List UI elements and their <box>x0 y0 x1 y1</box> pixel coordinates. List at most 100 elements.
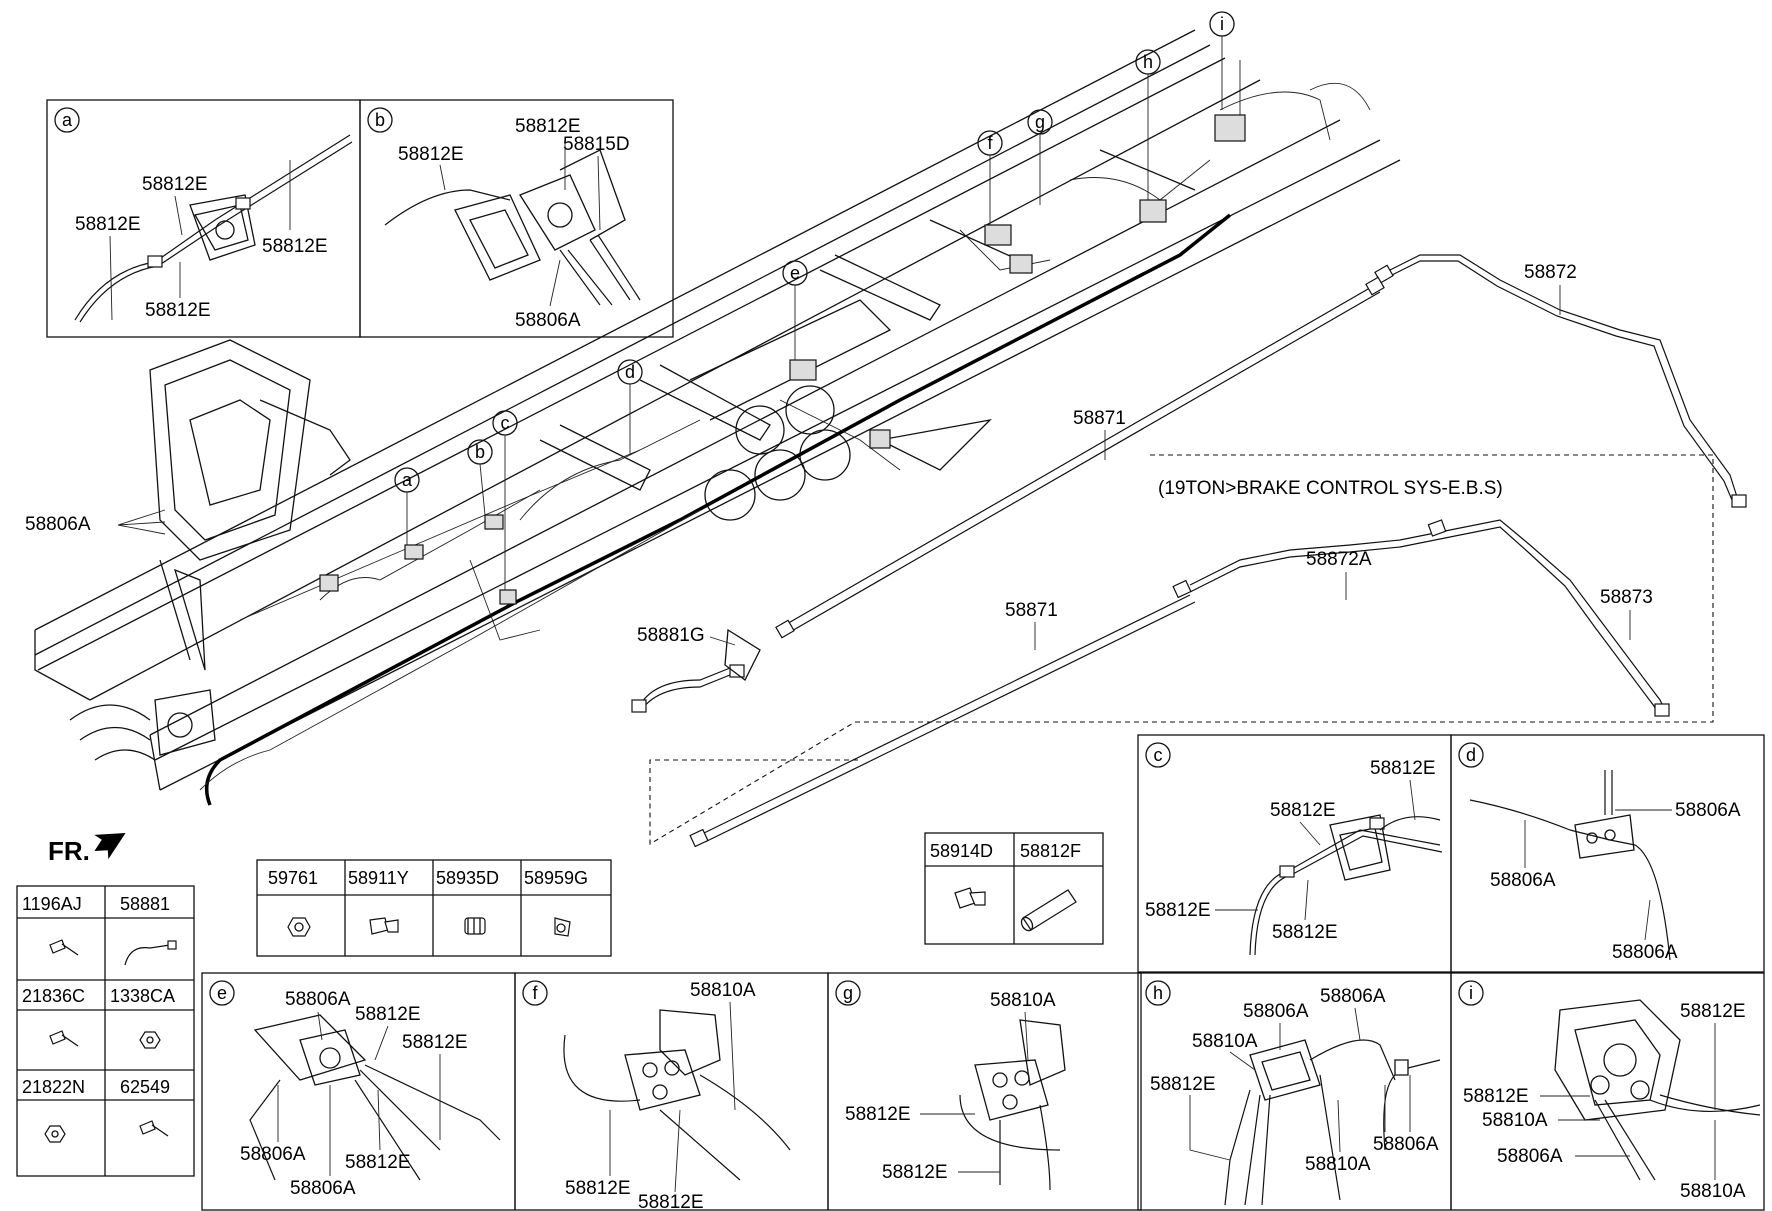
svg-text:58806A: 58806A <box>1490 870 1556 891</box>
svg-text:58812E: 58812E <box>75 214 141 235</box>
svg-text:58810A: 58810A <box>1305 1154 1371 1175</box>
callout-h[interactable]: h <box>1135 49 1161 200</box>
callout-a[interactable]: a <box>394 467 420 545</box>
ebs-note: (19TON>BRAKE CONTROL SYS-E.B.S) <box>1158 478 1503 499</box>
callout-d[interactable]: d <box>617 359 643 455</box>
svg-text:58810A: 58810A <box>1680 1181 1746 1202</box>
parts-table-left: 1196AJ 58881 21836C 1338CA 21822N 62549 <box>16 885 195 1177</box>
svg-text:g: g <box>1035 112 1045 132</box>
part-58935D: 58935D <box>436 868 499 888</box>
main-part-labels: 58806A 58872 58871 58872A 58873 58871 58… <box>25 262 1653 650</box>
main-callouts: a b c d e f g <box>394 11 1235 590</box>
svg-text:58812E: 58812E <box>398 144 464 165</box>
svg-text:a: a <box>402 470 413 490</box>
svg-text:h: h <box>1153 983 1163 1003</box>
arrow-icon <box>94 833 126 860</box>
steel-brake-tubes <box>631 254 1747 848</box>
svg-text:d: d <box>625 362 635 382</box>
hose-icon <box>124 940 177 966</box>
svg-text:58812E: 58812E <box>1145 900 1211 921</box>
inset-f: f 58810A 58812E 58812E <box>514 972 829 1211</box>
label-58871-top: 58871 <box>1073 408 1126 429</box>
nut-icon <box>139 1031 161 1049</box>
svg-text:e: e <box>790 263 800 283</box>
svg-text:58812E: 58812E <box>1272 922 1338 943</box>
svg-text:58806A: 58806A <box>1612 942 1678 963</box>
svg-text:58812E: 58812E <box>565 1178 631 1199</box>
svg-text:b: b <box>375 110 385 130</box>
label-58872: 58872 <box>1524 262 1577 283</box>
parts-table-right: 58914D 58812F <box>924 832 1104 945</box>
part-58911Y: 58911Y <box>348 868 409 888</box>
front-label: FR. <box>48 836 90 866</box>
label-58881G: 58881G <box>637 625 705 646</box>
callout-c[interactable]: c <box>492 410 518 590</box>
inset-e: e 58806A 58812E 58812E 58806A 58812E 588… <box>201 972 516 1211</box>
svg-text:58812E: 58812E <box>145 300 211 321</box>
callout-g[interactable]: g <box>1027 109 1053 205</box>
bolt-icon <box>139 1120 169 1137</box>
inset-g: g 58810A 58812E 58812E <box>827 972 1142 1211</box>
front-direction-indicator: FR. <box>48 833 126 866</box>
svg-text:58810A: 58810A <box>1192 1031 1258 1052</box>
svg-text:58812E: 58812E <box>845 1104 911 1125</box>
svg-text:58812E: 58812E <box>345 1152 411 1173</box>
svg-text:f: f <box>532 983 538 1003</box>
svg-text:58806A: 58806A <box>240 1144 306 1165</box>
part-58881: 58881 <box>120 894 170 914</box>
svg-text:58806A: 58806A <box>1675 800 1741 821</box>
bolt-icon <box>49 1030 79 1047</box>
inset-c: c 58812E 58812E 58812E 58812E <box>1137 734 1452 973</box>
part-1338CA: 1338CA <box>110 986 175 1006</box>
svg-text:f: f <box>987 133 993 153</box>
svg-text:c: c <box>1154 745 1163 765</box>
callout-e[interactable]: e <box>782 260 808 360</box>
label-58872A: 58872A <box>1306 549 1372 570</box>
svg-text:58812E: 58812E <box>882 1162 948 1183</box>
svg-text:58810A: 58810A <box>690 980 756 1001</box>
svg-text:h: h <box>1143 52 1153 72</box>
svg-text:58812E: 58812E <box>1270 800 1336 821</box>
inset-h: h 58806A 58806A 58810A 58812E 58810A 588… <box>1137 972 1452 1211</box>
callout-b[interactable]: b <box>467 439 493 516</box>
svg-text:58812E: 58812E <box>142 174 208 195</box>
svg-text:58812E: 58812E <box>402 1032 468 1053</box>
svg-text:58812E: 58812E <box>515 116 581 137</box>
inset-d: d 58806A 58806A 58806A <box>1450 734 1765 973</box>
svg-text:d: d <box>1466 745 1476 765</box>
part-62549: 62549 <box>120 1077 170 1097</box>
inset-b: b 58812E 58812E 58815D 58806A <box>359 99 674 338</box>
callout-f[interactable]: f <box>977 130 1003 225</box>
label-58873: 58873 <box>1600 587 1653 608</box>
svg-text:58815D: 58815D <box>563 134 630 155</box>
part-21836C: 21836C <box>22 986 85 1006</box>
label-58806A-cab: 58806A <box>25 514 91 535</box>
part-58914D: 58914D <box>930 841 993 861</box>
svg-text:58806A: 58806A <box>515 310 581 331</box>
svg-text:58806A: 58806A <box>1320 986 1386 1007</box>
union-fitting-icon <box>287 917 311 937</box>
part-58812F: 58812F <box>1020 841 1081 861</box>
nut-icon <box>44 1125 66 1143</box>
callout-i[interactable]: i <box>1209 11 1235 110</box>
svg-text:58806A: 58806A <box>290 1178 356 1199</box>
svg-text:58812E: 58812E <box>1463 1086 1529 1107</box>
svg-text:i: i <box>1220 14 1224 34</box>
svg-text:58806A: 58806A <box>1497 1146 1563 1167</box>
svg-text:b: b <box>475 442 485 462</box>
svg-text:g: g <box>843 983 853 1003</box>
svg-text:i: i <box>1469 983 1473 1003</box>
part-58959G: 58959G <box>524 868 588 888</box>
part-1196AJ: 1196AJ <box>22 894 82 914</box>
svg-text:58812E: 58812E <box>1680 1001 1746 1022</box>
tee-fitting-icon <box>954 887 986 909</box>
part-59761: 59761 <box>268 868 318 888</box>
air-hose-harness <box>199 60 1371 806</box>
svg-text:e: e <box>217 983 227 1003</box>
svg-text:58810A: 58810A <box>1482 1110 1548 1131</box>
svg-text:58812E: 58812E <box>638 1192 704 1211</box>
chassis-frame <box>34 29 1401 791</box>
svg-text:58812E: 58812E <box>1150 1074 1216 1095</box>
svg-text:58812E: 58812E <box>355 1004 421 1025</box>
